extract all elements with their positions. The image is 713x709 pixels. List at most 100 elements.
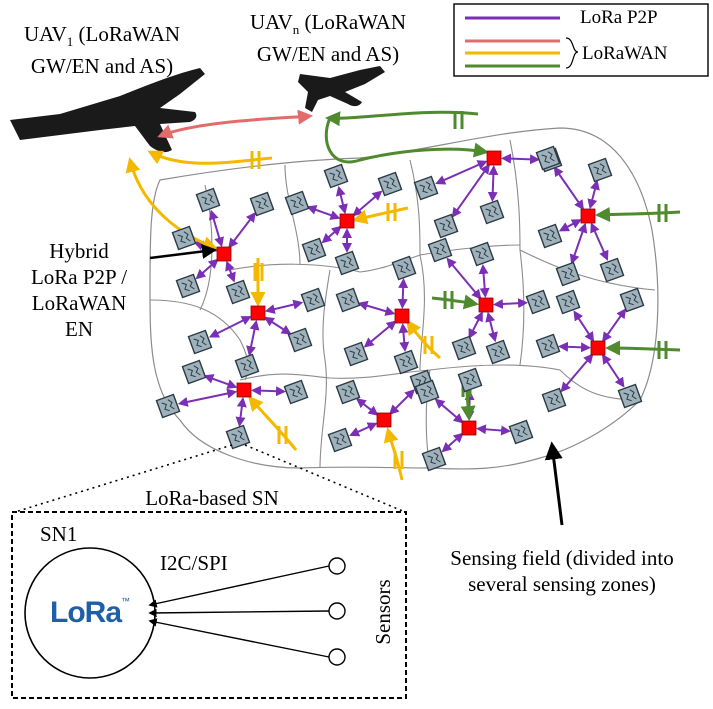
p2p-link-arrow (446, 257, 482, 300)
double-bar-link-icon (253, 263, 264, 281)
sensor-chip-trace (561, 295, 575, 308)
sensor-chip-trace (181, 279, 195, 292)
sensor-chip-trace (625, 293, 639, 306)
legend-brace (565, 37, 579, 69)
lorawan-link-arrow (605, 340, 681, 356)
sensor-chip-body (451, 335, 477, 361)
double-bar-link-icon (393, 451, 404, 469)
sensor-chip-trace (231, 430, 245, 443)
sensor-nodes (155, 145, 645, 472)
sensor-chip-trace (293, 333, 307, 346)
sensor-chip-icon (587, 157, 613, 183)
sensor-chip-trace (341, 293, 355, 306)
sensor-chip-body (335, 379, 361, 405)
lorawan-links (125, 109, 681, 481)
sensor-chip-icon (414, 379, 440, 405)
p2p-link-arrow (263, 316, 292, 335)
sensor-chip-body (171, 225, 197, 251)
sensor-chip-trace (433, 243, 447, 256)
p2p-link-arrow (246, 319, 260, 357)
sensor-chip-trace (177, 231, 191, 244)
p2p-link-arrow (441, 432, 464, 453)
sensor-chip-body (617, 383, 643, 409)
p2p-link-arrow (485, 311, 498, 343)
sn-box-title: LoRa-based SN (145, 486, 279, 510)
double-bar-link-icon (386, 203, 397, 221)
sensor-chip-icon (413, 175, 439, 201)
sensor-chip-body (287, 327, 313, 353)
sensor-chip-trace (514, 425, 528, 438)
sensor-chip-trace (201, 193, 215, 206)
double-bar-link-icon (423, 336, 434, 354)
end-node-icon (590, 340, 606, 356)
sensor-chip-body (284, 190, 310, 216)
p2p-link-arrow (475, 424, 512, 436)
double-bar-link-icon (277, 426, 288, 444)
lorawan-link-arrow (248, 395, 298, 451)
uav-n-icon (298, 66, 385, 112)
sensor-chip-trace (333, 433, 347, 446)
sensor-chip-icon (327, 427, 353, 453)
sn-detail-box (11, 511, 407, 699)
p2p-link-arrow (208, 209, 224, 248)
p2p-link-arrow (349, 422, 378, 437)
p2p-link-arrow (264, 299, 304, 314)
lorawan-link-arrow (324, 117, 489, 164)
hybrid-pointer-arrow (149, 244, 217, 260)
sensor-chip-icon (525, 289, 551, 315)
sensor-chip-body (195, 187, 221, 213)
p2p-link-arrow (250, 385, 287, 397)
sensor-chip-icon (249, 191, 275, 217)
sensor-chip-body (421, 446, 447, 472)
double-bar-link-icon (250, 151, 261, 169)
sensor-chip-body (535, 333, 561, 359)
zone-border (509, 139, 525, 366)
sensor-chip-trace (419, 181, 433, 194)
p2p-link-arrow (451, 163, 490, 218)
lorawan-link-arrow (325, 110, 479, 127)
uavn-label-prefix: UAV (249, 10, 293, 34)
sensor-chip-icon (335, 287, 361, 313)
p2p-link-arrow (195, 258, 219, 280)
p2p-link-arrow (397, 277, 409, 310)
sensor-chip-body (599, 257, 625, 283)
sensor-chip-icon (393, 349, 419, 375)
end-node-icon (580, 208, 596, 224)
sensor-chip-trace (457, 341, 471, 354)
sensor-chip-icon (225, 279, 251, 305)
legend-label-p2p: LoRa P2P (580, 7, 658, 28)
sensor-chip-body (393, 349, 419, 375)
end-nodes (216, 150, 606, 436)
sensor-chip-body (334, 250, 360, 276)
uavn-label-line2: GW/EN and AS) (256, 42, 400, 67)
end-node-icon (236, 382, 252, 398)
end-node-icon (461, 420, 477, 436)
p2p-link-arrow (558, 219, 582, 232)
sensor-chip-icon (485, 339, 511, 365)
sensor-chip-icon (451, 335, 477, 361)
sensor-chip-trace (161, 399, 175, 412)
sensor-link-arrow (148, 608, 330, 618)
sensor-chip-trace (307, 243, 321, 256)
p2p-link-arrow (478, 263, 490, 299)
sensor-chip-trace (420, 385, 434, 398)
sensor-chip-body (335, 287, 361, 313)
sensor-chip-body (225, 424, 251, 450)
sensor-chip-trace (593, 163, 607, 176)
sensor-chip-trace (231, 285, 245, 298)
sensor-chip-trace (605, 263, 619, 276)
lorawan-link-arrow (406, 319, 441, 360)
sensors-label: Sensors (371, 579, 395, 645)
sensor-chip-trace (341, 385, 355, 398)
p2p-link-arrow (225, 260, 236, 283)
p2p-link-arrow (590, 222, 609, 261)
p2p-link-arrow (321, 225, 342, 244)
sensor-chip-body (155, 393, 181, 419)
p2p-link-arrow (587, 179, 600, 210)
end-node-icon (339, 213, 355, 229)
sensor-chip-trace (290, 196, 304, 209)
lorawan-link-arrow (147, 150, 273, 165)
sensor-chip-trace (485, 205, 499, 218)
sensor-chip-icon (283, 379, 309, 405)
